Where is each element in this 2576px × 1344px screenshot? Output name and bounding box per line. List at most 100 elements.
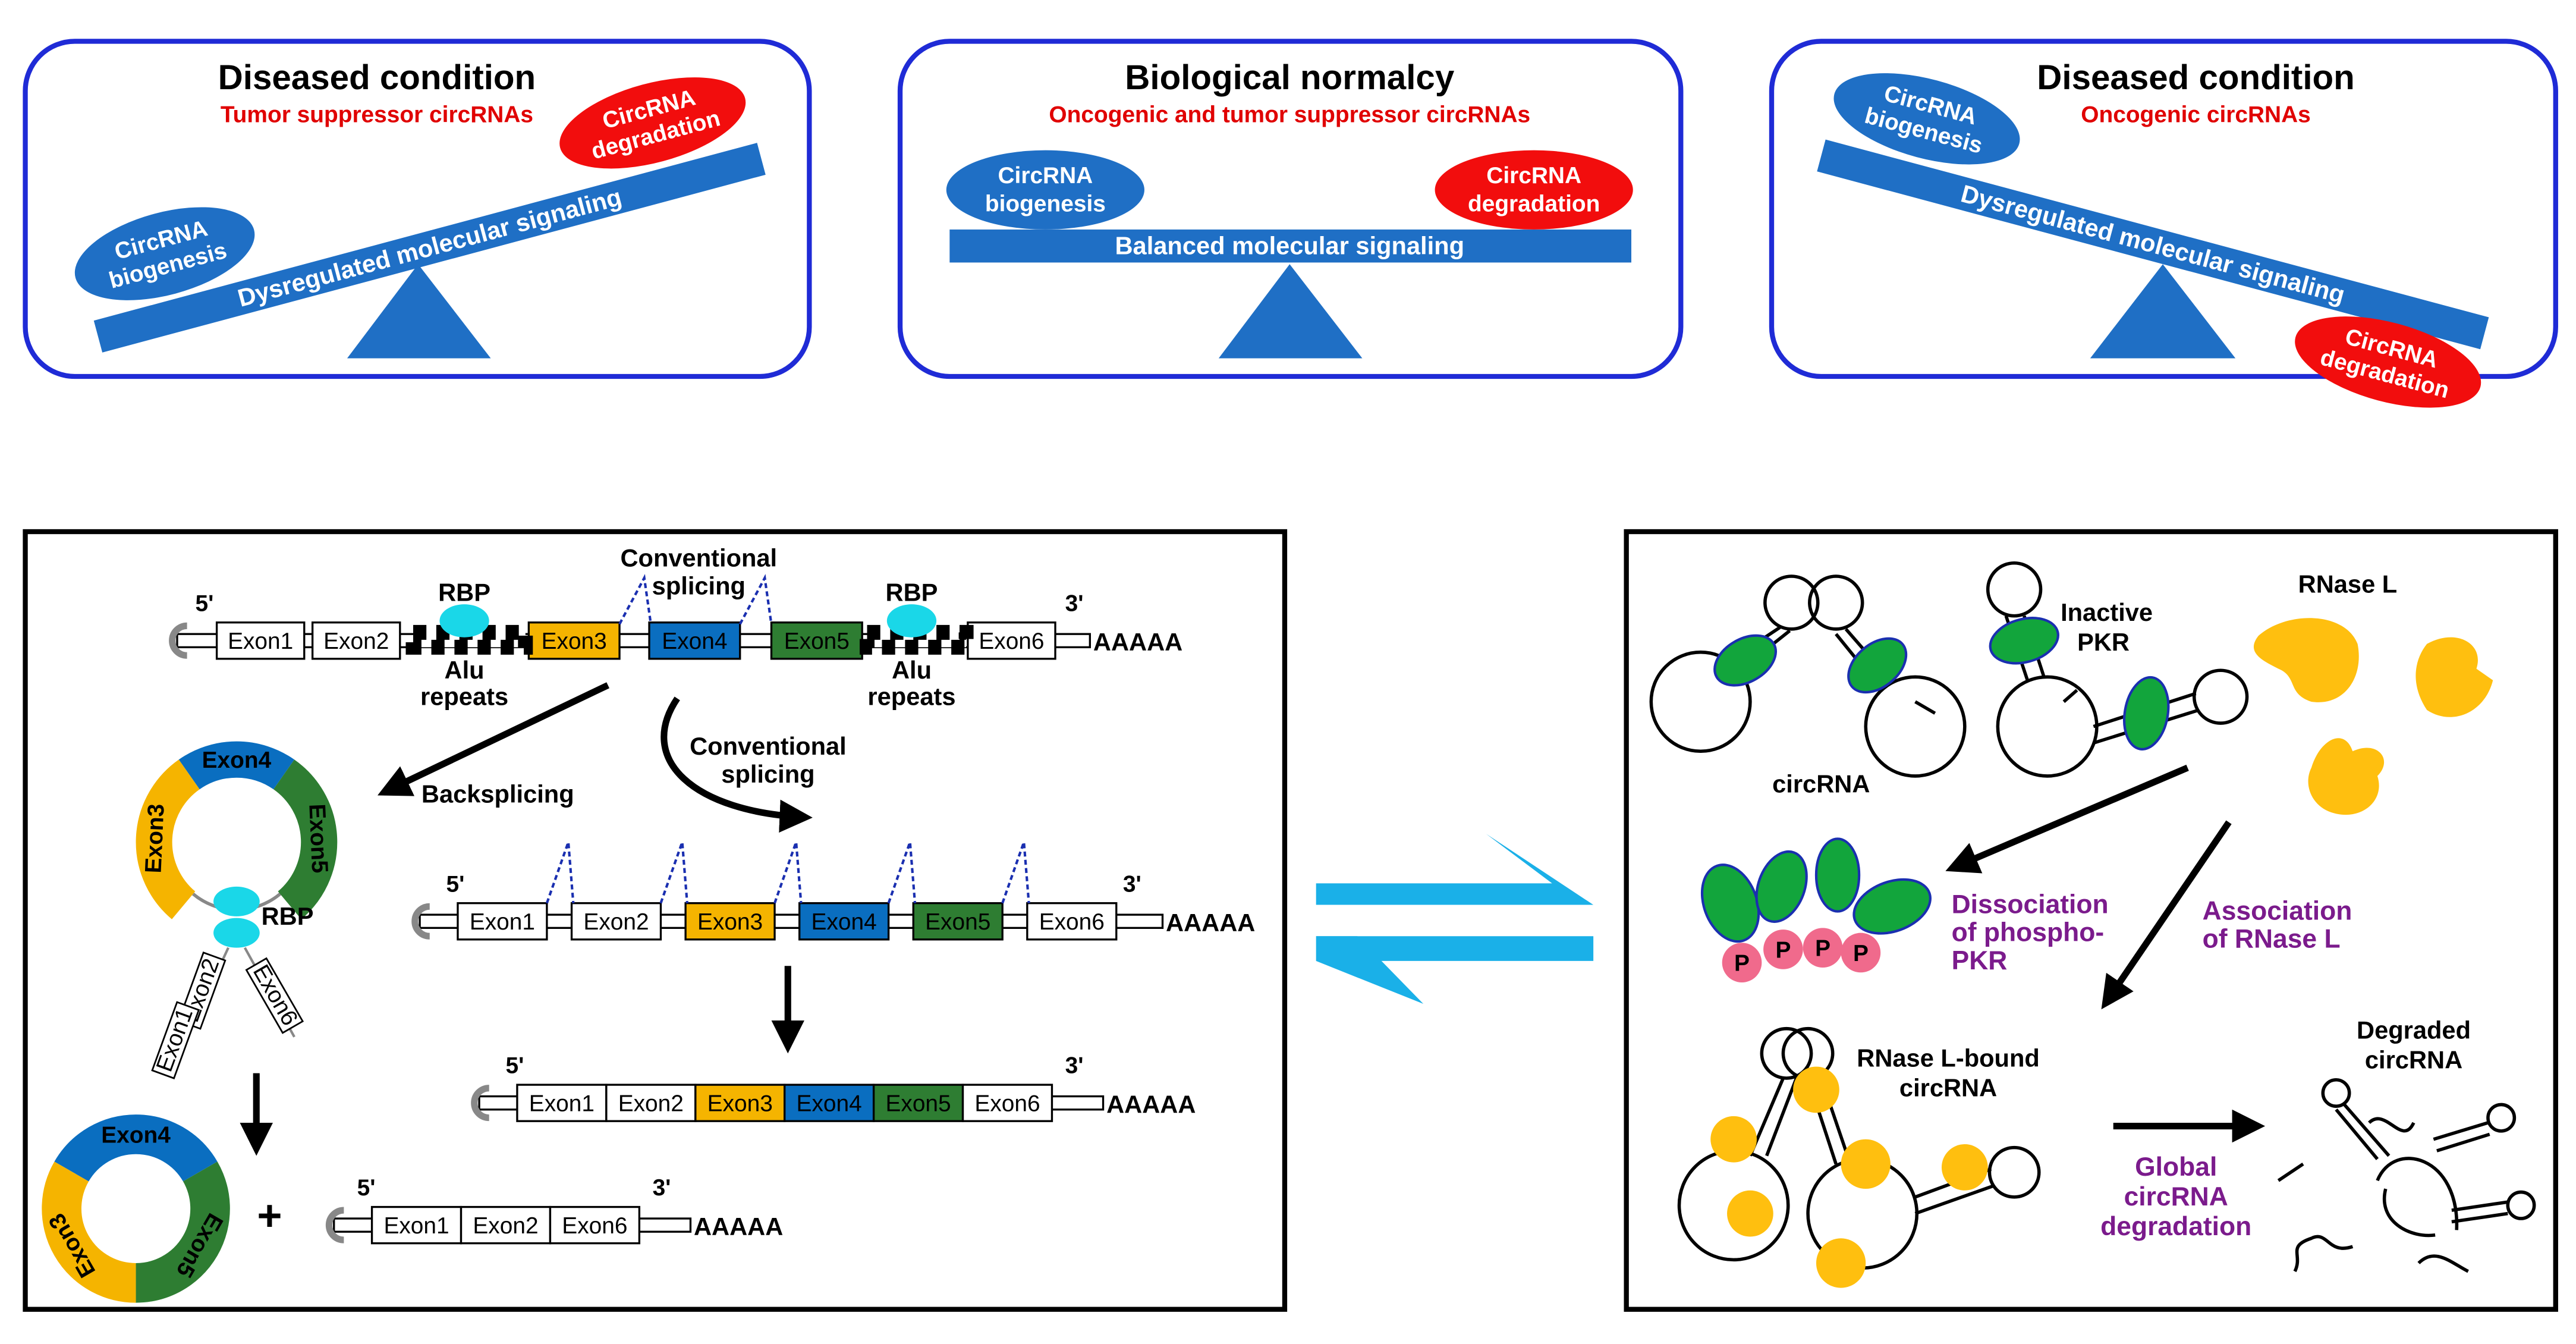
- panel-title: Diseased condition: [2037, 58, 2355, 97]
- alu-label: repeats: [420, 683, 508, 711]
- rbp: [439, 604, 489, 638]
- phospho-label: P: [1815, 936, 1830, 962]
- alu-label: Alu: [892, 656, 932, 684]
- exon4-segment: [178, 741, 295, 790]
- inactive-pkr-label: PKR: [2077, 628, 2130, 656]
- panel-title: Diseased condition: [218, 58, 536, 97]
- balance-triangle: [347, 264, 491, 359]
- degradation-panel: circRNA Inactive PKR RNase L P P P P Dis…: [1624, 529, 2558, 1312]
- exon-label: Exon1: [383, 1213, 449, 1239]
- exon-label: Exon3: [542, 629, 607, 654]
- exon-label: Exon5: [885, 1091, 951, 1117]
- exon-label: Exon5: [925, 909, 990, 935]
- biogenesis-ellipse: [946, 150, 1144, 230]
- cap-icon: [325, 1207, 344, 1243]
- polya-tail: AAAAA: [694, 1213, 783, 1241]
- biogenesis-ellipse: [74, 207, 255, 300]
- degradation-label-2: degradation: [1468, 191, 1600, 216]
- degraded-fragments: [2277, 1078, 2536, 1273]
- balance-beam: [93, 143, 766, 353]
- exon-label: Exon4: [812, 909, 877, 935]
- degradation-ellipse: [2295, 316, 2481, 408]
- rnase-l-bound-circrna: [1677, 1026, 2041, 1288]
- exon-label: Exon2: [323, 629, 389, 654]
- phospho-label: P: [1734, 951, 1750, 976]
- exon-label: Exon2: [473, 1213, 538, 1239]
- degraded-label: circRNA: [2365, 1045, 2462, 1073]
- biogenesis-label-1: CircRNA: [998, 163, 1093, 189]
- biogenesis-label-2: biogenesis: [985, 191, 1106, 216]
- exon-label: Exon6: [1039, 909, 1105, 935]
- phospho-label: P: [1853, 941, 1869, 966]
- inactive-pkr: [1713, 617, 2170, 750]
- exon-box: [570, 902, 662, 941]
- balance-triangle: [1218, 264, 1363, 359]
- exon-box: [684, 902, 776, 941]
- association-label: Association: [2203, 896, 2352, 925]
- conventional-splicing-label: Conventional: [621, 544, 778, 571]
- phospho-pkr: P P P P: [1700, 837, 1932, 982]
- polya-tail: AAAAA: [1106, 1090, 1196, 1118]
- rbp: [213, 886, 260, 916]
- panel-diseased-tumor-suppressor: Diseased condition Tumor suppressor circ…: [23, 39, 812, 379]
- exon-box: [605, 1084, 697, 1122]
- exon-label: Exon4: [797, 1091, 862, 1117]
- rnase-l-label: RNase L: [2298, 570, 2398, 598]
- exon-label: Exon1: [529, 1091, 595, 1117]
- panel-diseased-oncogenic: Diseased condition Oncogenic circRNAs Dy…: [1769, 39, 2558, 408]
- exon-box: [549, 1205, 641, 1245]
- circrna-label: circRNA: [1772, 770, 1870, 798]
- exon3-segment: [136, 759, 200, 919]
- exon-label: Exon6: [979, 629, 1044, 654]
- exon-label: Exon6: [974, 1091, 1040, 1117]
- conventional-splicing-label: splicing: [652, 572, 746, 600]
- degraded-label: Degraded: [2357, 1016, 2471, 1044]
- exon-label: Exon5: [304, 803, 332, 874]
- backsplicing-arrow: [378, 682, 610, 796]
- dissociation-label: Dissociation: [1952, 890, 2109, 919]
- dissociation-arrow: [1945, 764, 2189, 874]
- three-prime-label: 3': [1065, 1053, 1084, 1079]
- exon-box: [1026, 902, 1118, 941]
- exon-label: Exon4: [662, 629, 727, 654]
- dissociation-label: PKR: [1952, 946, 2008, 975]
- rbp-label: RBP: [262, 902, 314, 930]
- cap-icon: [471, 1085, 490, 1122]
- exon-box: [798, 902, 890, 941]
- rbp: [213, 918, 260, 948]
- splice-dashes: [618, 574, 773, 625]
- alu-label: repeats: [867, 683, 955, 711]
- exon-box: [784, 1084, 875, 1122]
- five-prime-label: 5': [357, 1175, 376, 1201]
- global-degradation-label: circRNA: [2124, 1182, 2228, 1211]
- exon-label: Exon4: [202, 748, 272, 773]
- equilibrium-arrows: [1316, 834, 1594, 1004]
- three-prime-label: 3': [1065, 591, 1084, 616]
- association-arrow: [2101, 820, 2232, 1010]
- exon-box: [215, 621, 306, 660]
- panel-biological-normalcy: Biological normalcy Oncogenic and tumor …: [897, 39, 1684, 379]
- polya-tail: AAAAA: [1093, 628, 1182, 656]
- exon-box: [912, 902, 1004, 941]
- exon-label: Exon6: [562, 1213, 627, 1239]
- five-prime-label: 5': [446, 871, 465, 897]
- balance-beam: [1817, 139, 2489, 350]
- exon3-segment: [42, 1161, 137, 1303]
- exon-label: Exon2: [583, 909, 649, 935]
- bound-label: RNase L-bound: [1857, 1044, 2040, 1072]
- exon-label: Exon1: [228, 629, 293, 654]
- phospho-label: P: [1775, 937, 1791, 963]
- degradation-ellipse: [559, 77, 746, 169]
- degradation-label-1: CircRNA: [1486, 163, 1581, 189]
- exon-label: Exon3: [141, 803, 169, 874]
- conventional-splicing-label-2: splicing: [721, 760, 814, 788]
- five-prime-label: 5': [196, 591, 214, 616]
- panel-title: Biological normalcy: [1125, 58, 1455, 97]
- degradation-ellipse: [1435, 150, 1633, 230]
- exon-box: [460, 1205, 552, 1245]
- conventional-splicing-arrow: [660, 696, 813, 833]
- conventional-splicing-label-2: Conventional: [690, 732, 847, 760]
